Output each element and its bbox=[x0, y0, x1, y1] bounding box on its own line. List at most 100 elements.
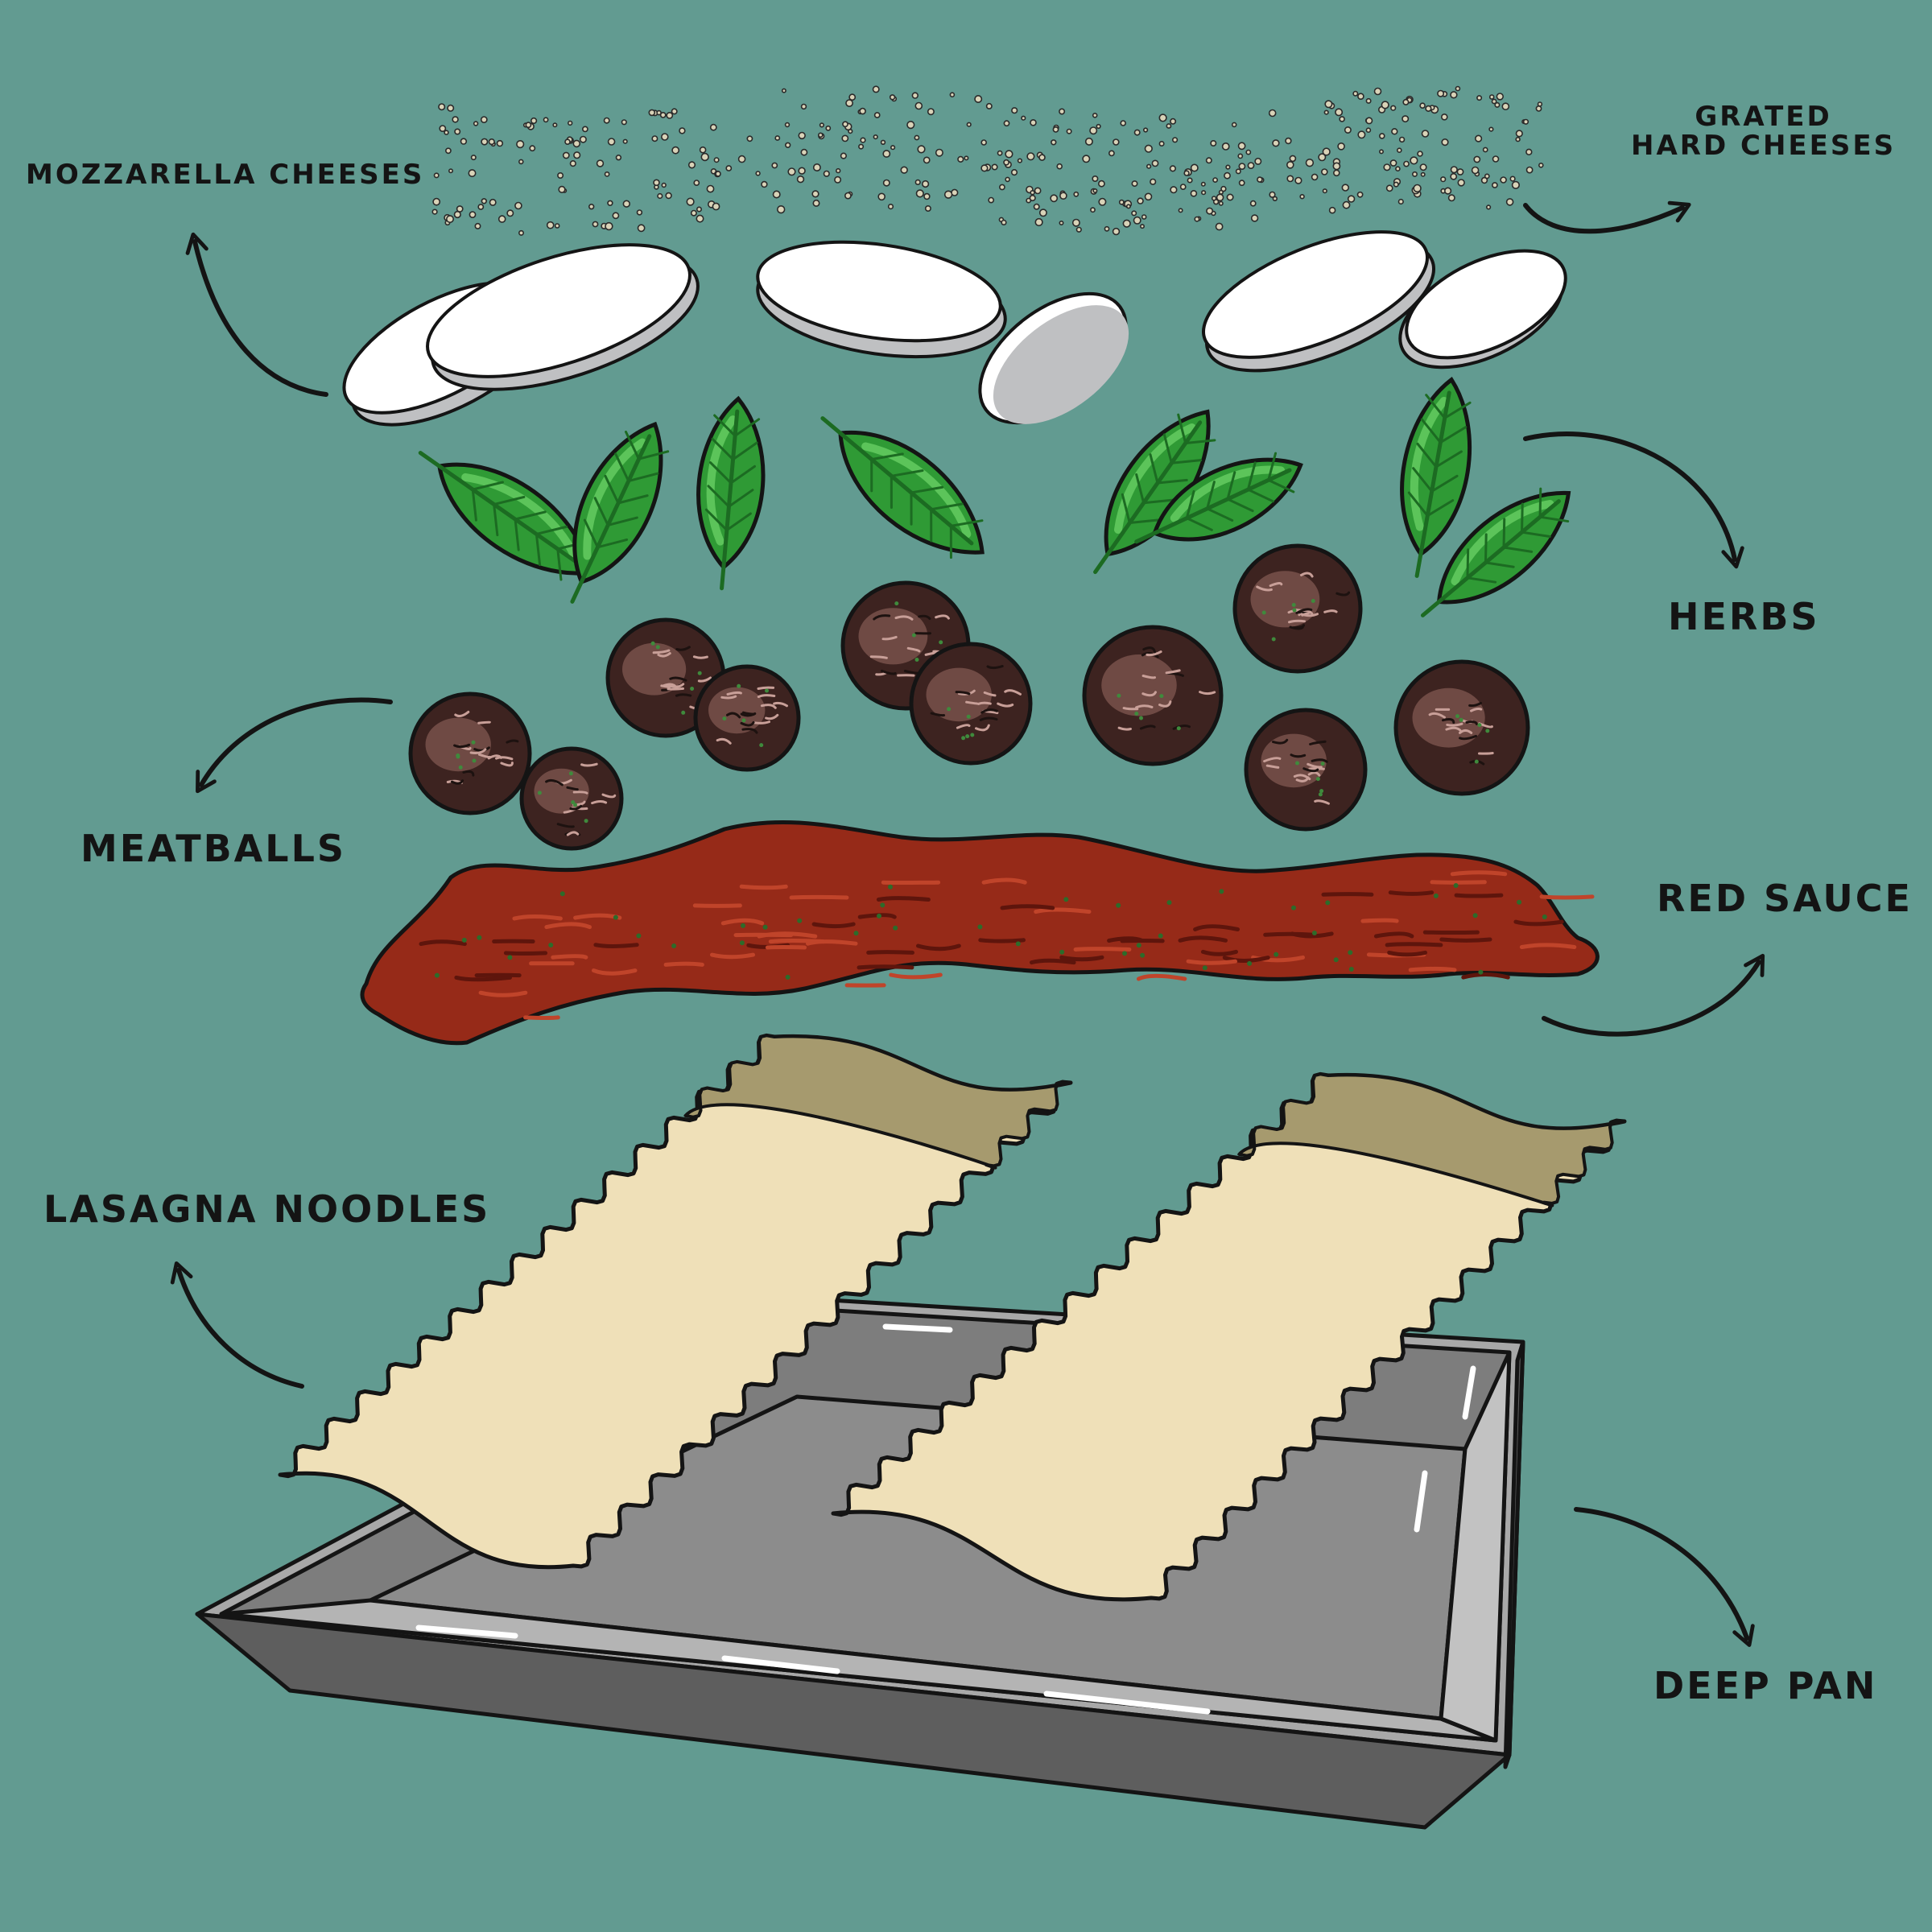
cheese-speck bbox=[882, 150, 891, 158]
sauce-chunk bbox=[757, 931, 818, 939]
sauce-herb-fleck bbox=[888, 884, 893, 890]
cheese-speck bbox=[811, 190, 819, 198]
cheese-speck bbox=[1158, 114, 1167, 122]
cheese-speck bbox=[900, 166, 908, 174]
cheese-speck bbox=[603, 117, 610, 124]
cheese-speck bbox=[546, 221, 555, 229]
cheese-speck bbox=[607, 200, 613, 207]
sauce-herb-fleck bbox=[877, 913, 881, 919]
cheese-speck bbox=[1305, 159, 1315, 167]
cheese-speck bbox=[924, 205, 931, 213]
sauce-chunk bbox=[1388, 890, 1435, 896]
meatball bbox=[519, 746, 624, 851]
cheese-speck bbox=[873, 112, 881, 118]
cheese-speck bbox=[1341, 184, 1350, 192]
sauce-chunk bbox=[1200, 949, 1238, 956]
cheese-speck bbox=[999, 184, 1005, 191]
cheese-speck bbox=[1133, 129, 1141, 136]
sauce-chunk bbox=[806, 939, 858, 946]
cheese-speck bbox=[1030, 119, 1037, 126]
sauce-chunk bbox=[765, 945, 807, 950]
cheese-speck bbox=[772, 190, 781, 199]
cheese-speck bbox=[1397, 198, 1404, 205]
label-grated-hard-cheeses: GRATED HARD CHEESES bbox=[1631, 102, 1896, 160]
basil-leaf bbox=[1093, 409, 1216, 575]
cheese-speck bbox=[480, 116, 488, 123]
cheese-speck bbox=[781, 88, 786, 93]
cheese-speck bbox=[660, 133, 669, 141]
cheese-speck bbox=[949, 92, 956, 97]
cheese-speck bbox=[848, 129, 853, 134]
cheese-speck bbox=[771, 162, 778, 169]
cheese-speck bbox=[637, 224, 646, 233]
sauce-chunk bbox=[889, 972, 943, 980]
sauce-herb-fleck bbox=[785, 974, 791, 980]
cheese-speck bbox=[835, 167, 841, 174]
cheese-speck bbox=[1441, 114, 1448, 121]
cheese-speck bbox=[1324, 100, 1333, 109]
cheese-speck bbox=[543, 117, 549, 123]
arrow-icon bbox=[1523, 431, 1744, 569]
cheese-speck bbox=[1511, 180, 1520, 189]
cheese-speck bbox=[460, 138, 468, 145]
cheese-speck bbox=[914, 101, 923, 110]
cheese-speck bbox=[651, 135, 658, 142]
cheese-speck bbox=[1347, 195, 1356, 203]
cheese-speck bbox=[1379, 149, 1385, 155]
cheese-speck bbox=[1537, 101, 1543, 107]
cheese-speck bbox=[1059, 108, 1066, 115]
cheese-speck bbox=[1142, 127, 1149, 133]
sauce-chunk bbox=[978, 938, 1026, 943]
sauce-herb-fleck bbox=[671, 943, 677, 948]
sauce-chunk bbox=[544, 922, 592, 930]
meatball bbox=[1082, 625, 1224, 766]
cheese-speck bbox=[1249, 200, 1257, 207]
cheese-speck bbox=[1471, 166, 1480, 175]
cheese-speck bbox=[447, 104, 455, 112]
cheese-speck bbox=[1402, 115, 1410, 123]
cheese-speck bbox=[1200, 190, 1207, 196]
cheese-speck bbox=[1482, 147, 1488, 153]
cheese-speck bbox=[1419, 102, 1426, 109]
sauce-chunk bbox=[1059, 955, 1104, 962]
sauce-herb-fleck bbox=[1063, 897, 1069, 902]
cheese-speck bbox=[1218, 200, 1224, 206]
sauce-chunk bbox=[1450, 870, 1508, 877]
cheese-speck bbox=[686, 197, 695, 206]
sauce-herb-fleck bbox=[739, 940, 745, 946]
cheese-speck bbox=[1385, 184, 1393, 192]
sauce-chunk bbox=[1186, 959, 1237, 965]
cheese-speck bbox=[914, 134, 920, 141]
cheese-speck bbox=[1365, 127, 1372, 133]
cheese-speck bbox=[1286, 161, 1294, 169]
sauce-chunk bbox=[419, 939, 467, 947]
pan-front-wall bbox=[195, 1612, 1512, 1830]
cheese-speck bbox=[453, 210, 461, 219]
cheese-speck bbox=[562, 151, 570, 159]
cheese-speck bbox=[1144, 144, 1153, 153]
cheese-speck bbox=[496, 139, 504, 147]
cheese-speck bbox=[433, 172, 440, 179]
cheese-speck bbox=[1194, 216, 1200, 222]
sauce-chunk bbox=[1454, 893, 1504, 898]
cheese-speck bbox=[1026, 197, 1032, 204]
cheese-speck bbox=[1272, 139, 1280, 147]
arrow-icon bbox=[170, 1261, 304, 1389]
cheese-speck bbox=[612, 212, 620, 220]
cheese-speck bbox=[1190, 190, 1198, 197]
cheese-speck bbox=[1525, 166, 1534, 174]
cheese-speck bbox=[573, 151, 581, 159]
cheese-speck bbox=[800, 103, 807, 110]
cheese-speck bbox=[1447, 194, 1455, 202]
sauce-chunk bbox=[789, 894, 849, 900]
sauce-chunk bbox=[1263, 931, 1316, 937]
cheese-speck bbox=[1250, 214, 1259, 222]
cheese-speck bbox=[858, 143, 865, 150]
cheese-speck bbox=[1171, 137, 1179, 143]
cheese-speck bbox=[755, 171, 761, 176]
cheese-speck bbox=[622, 200, 630, 208]
cheese-speck bbox=[1403, 160, 1410, 167]
cheese-speck bbox=[1420, 171, 1426, 177]
cheese-speck bbox=[1285, 137, 1292, 145]
cheese-speck bbox=[1333, 169, 1340, 177]
